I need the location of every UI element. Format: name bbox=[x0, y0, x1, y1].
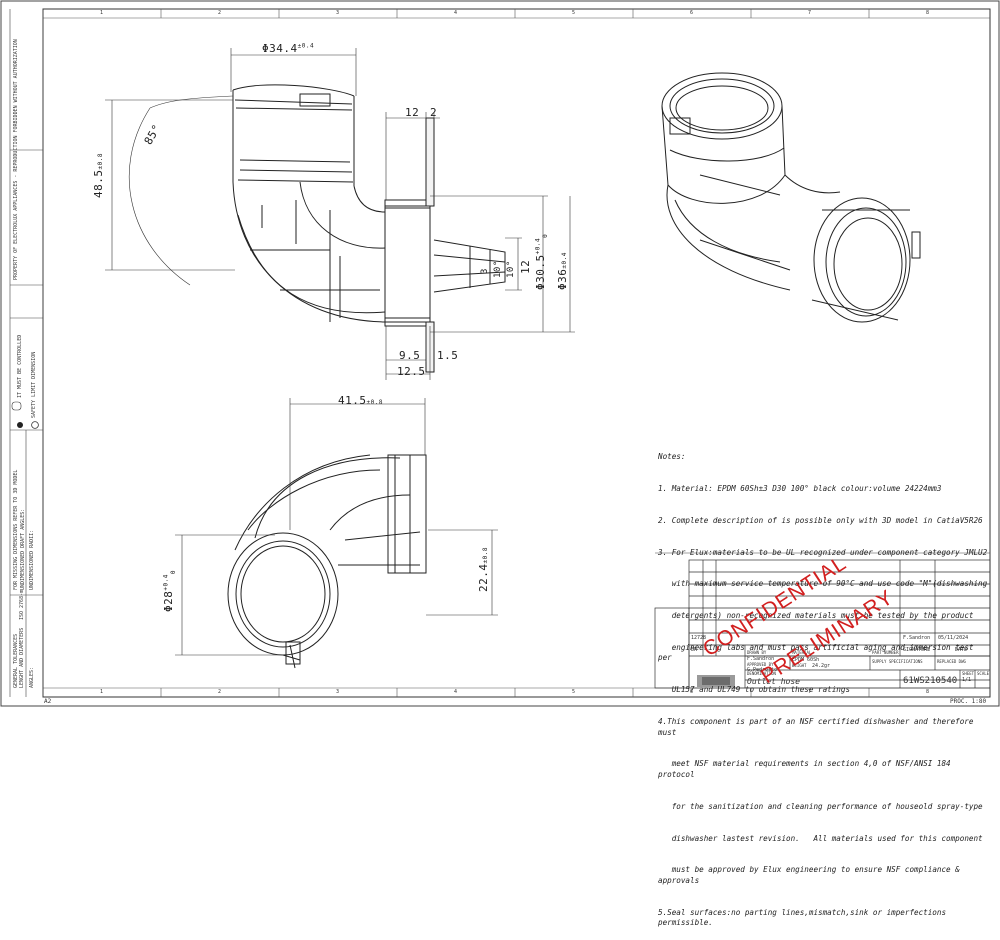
note-line: UL157 and UL749 to obtain these ratings bbox=[658, 685, 851, 695]
note-line: for the sanitization and cleaning perfor… bbox=[658, 801, 983, 811]
outer-frame bbox=[0, 0, 1000, 707]
note-line: 3. For Elux:materials to be UL recognize… bbox=[658, 547, 988, 557]
left-margin-strip bbox=[9, 9, 44, 697]
note-3d: FOR MISSING DIMENSIONS REFER TO 3D MODEL bbox=[13, 469, 19, 590]
bullet-icon bbox=[17, 422, 23, 428]
elbow-side-view bbox=[232, 84, 506, 373]
safety-label: SAFETY LIMIT DIMENSION bbox=[31, 351, 37, 418]
tb-approved-by-label: APPROVED BY bbox=[747, 662, 774, 667]
tb-material: EPDM 60Sh bbox=[792, 657, 820, 663]
elbow-isometric-view bbox=[661, 72, 921, 323]
tb-sheet: 1/1 bbox=[962, 677, 972, 683]
tb-date-label: DATE bbox=[955, 647, 968, 653]
dim-10a: 10° bbox=[493, 260, 503, 278]
radii-label: UNDIMENSIONED RADII: bbox=[29, 529, 35, 590]
tb-scale-label: SCALE bbox=[977, 671, 990, 676]
dim-top-diameter: Φ34.4±0.4 bbox=[262, 42, 315, 55]
tb-er-label: ER bbox=[691, 647, 698, 653]
note-line: engineering labs and must pass artificia… bbox=[658, 642, 979, 663]
note-line: 2. Complete description of is possible o… bbox=[658, 515, 983, 525]
elbow-front-view bbox=[227, 454, 427, 669]
tb-drawing-number: 61WS210540 bbox=[903, 676, 958, 686]
check-label: IT MUST BE CONTROLLED bbox=[17, 334, 23, 398]
tb-approved-by: G.Pedrotto bbox=[747, 667, 778, 673]
tb-replaced-label: REPLACED DWG bbox=[937, 659, 966, 664]
angles-label: ANGLES: bbox=[29, 666, 35, 688]
note-line: must be approved by Elux engineering to … bbox=[658, 865, 965, 885]
tb-sheet-label: SHEET bbox=[962, 671, 975, 676]
note-line: 1. Material: EPDM 60Sh±3 D30 100° black … bbox=[658, 483, 942, 493]
technical-drawing bbox=[0, 0, 1000, 707]
zone-ticks bbox=[160, 9, 870, 697]
notes-title: Notes: bbox=[658, 452, 686, 462]
tb-weight-label: WEIGHT bbox=[792, 663, 807, 668]
dim-22-4: 22.4±0.8 bbox=[477, 547, 490, 592]
tb-rev-code: 12728 bbox=[691, 635, 707, 641]
dim-30-5: Φ30.5+0.40 bbox=[534, 233, 550, 290]
undimensioned-label: UNDIMENSIONED DRAFT ANGLES: bbox=[20, 508, 26, 590]
dimension-lines-view3 bbox=[175, 398, 498, 656]
dim-12-5: 12.5 bbox=[397, 365, 426, 378]
tb-signature-label: SIGNATURE bbox=[903, 647, 931, 653]
tb-material-label: MATERIAL bbox=[792, 650, 812, 655]
dim-41-5: 41.5±0.8 bbox=[338, 394, 383, 407]
note-line: dishwasher lastest revision. All materia… bbox=[658, 833, 983, 843]
tb-drawn-by-label: DRAWN BY bbox=[747, 650, 767, 655]
tb-supply-label: SUPPLY SPECIFICATIONS bbox=[872, 659, 923, 664]
tb-designation: Outlet hose bbox=[747, 677, 800, 686]
note-line: 4.This component is part of an NSF certi… bbox=[658, 717, 979, 737]
note-line: 5.Seal surfaces:no parting lines,mismatc… bbox=[658, 907, 951, 928]
tb-date-signed: 05/11/2024 bbox=[938, 635, 969, 641]
title-block-grid bbox=[654, 559, 991, 689]
dim-9-5: 9.5 bbox=[399, 349, 421, 362]
control-icon bbox=[11, 401, 22, 411]
dim-12v: 12 bbox=[519, 259, 532, 274]
dimension-lines-view1 bbox=[105, 48, 575, 380]
dim-2: 2 bbox=[430, 106, 438, 119]
tb-drawn-by: F.Sandron bbox=[747, 656, 775, 662]
note-line: meet NSF material requirements in sectio… bbox=[658, 759, 956, 779]
tb-part-number-label: PART NUMBER bbox=[872, 650, 899, 655]
dim-10b: 10° bbox=[506, 260, 516, 278]
dim-12: 12 bbox=[405, 106, 420, 119]
property-text: PROPERTY OF ELECTROLUX APPLIANCES - REPR… bbox=[13, 39, 19, 280]
dim-3: 3 bbox=[480, 268, 490, 274]
note-line: with maximum service temperature of 90°C… bbox=[658, 579, 988, 589]
safety-icon bbox=[31, 421, 39, 429]
tb-signer: F.Sandron bbox=[903, 635, 931, 641]
tb-designation-label: DENOMINATION bbox=[747, 671, 776, 676]
dim-36: Φ36±0.4 bbox=[556, 252, 569, 290]
dim-1-5: 1.5 bbox=[437, 349, 459, 362]
dim-28: Φ28+0.40 bbox=[162, 570, 178, 612]
dim-height: 48.5±0.8 bbox=[92, 153, 105, 198]
note-line: detergents) non-recognized materials mus… bbox=[658, 611, 974, 621]
tb-weight: 24.2gr bbox=[812, 663, 831, 669]
length-label: LENGHT AND DIAMETERS bbox=[19, 627, 25, 688]
length-value: ISO 2768-m bbox=[19, 589, 25, 620]
